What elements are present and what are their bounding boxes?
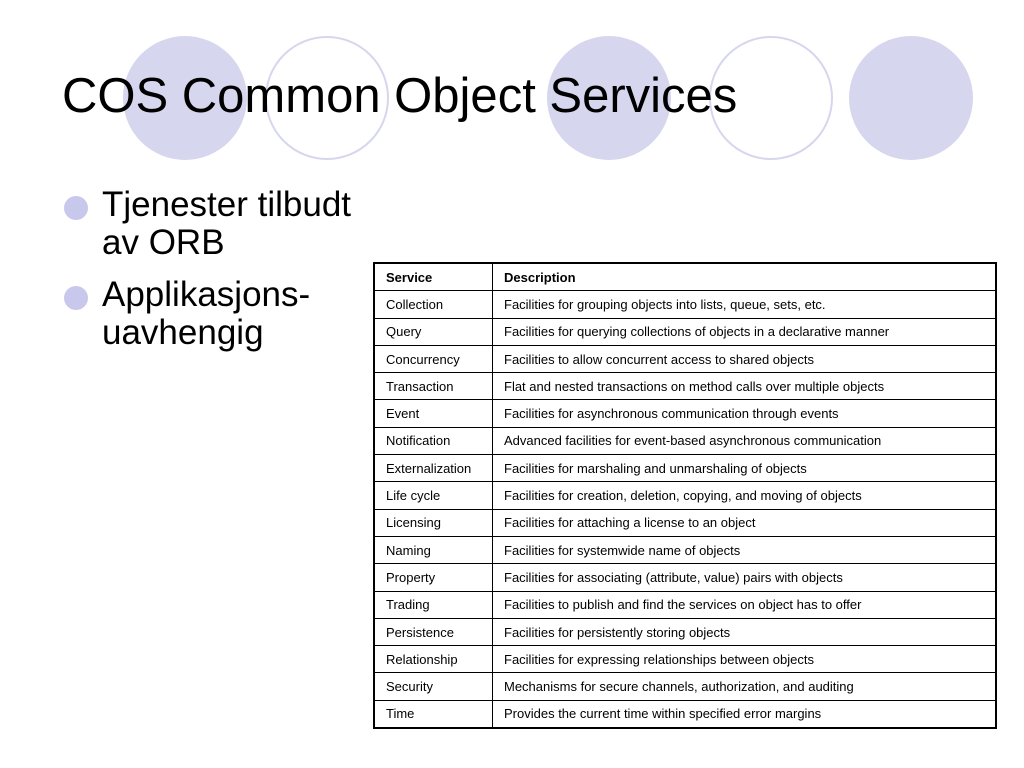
cell-service: Security — [373, 672, 493, 701]
cell-description: Facilities for expressing relationships … — [492, 645, 997, 674]
cell-description: Provides the current time within specifi… — [492, 699, 997, 729]
cell-service: Concurrency — [373, 344, 493, 374]
cell-description: Facilities for grouping objects into lis… — [492, 290, 997, 319]
cell-description: Advanced facilities for event-based asyn… — [492, 426, 997, 456]
decor-circle-4 — [709, 36, 833, 160]
cell-service: Query — [373, 317, 493, 346]
cell-description: Facilities for systemwide name of object… — [492, 535, 997, 565]
cell-description: Facilities for asynchronous communicatio… — [492, 399, 997, 428]
decor-circle-3 — [547, 36, 671, 160]
cell-service: Persistence — [373, 617, 493, 647]
cell-service: Transaction — [373, 372, 493, 401]
cell-service: Property — [373, 563, 493, 592]
cell-description: Facilities to allow concurrent access to… — [492, 344, 997, 374]
table-header-row: Service Description — [373, 262, 997, 292]
decor-circle-2 — [265, 36, 389, 160]
bullet-text: Tjenester tilbudt av ORB — [102, 185, 352, 262]
cell-service: Event — [373, 399, 493, 428]
cell-service: Notification — [373, 426, 493, 456]
bullet-list: Tjenester tilbudt av ORB Applikasjons-ua… — [62, 186, 362, 366]
slide-title: COS Common Object Services — [62, 69, 738, 123]
cell-description: Facilities for querying collections of o… — [492, 317, 997, 346]
cell-service: Time — [373, 699, 493, 729]
bullet-item: Tjenester tilbudt av ORB — [62, 186, 362, 262]
cell-description: Mechanisms for secure channels, authoriz… — [492, 672, 997, 701]
header-service: Service — [373, 262, 493, 292]
bullet-text: Applikasjons-uavhengig — [102, 275, 311, 352]
cell-description: Flat and nested transactions on method c… — [492, 372, 997, 401]
cell-service: Naming — [373, 535, 493, 565]
cell-description: Facilities for attaching a license to an… — [492, 508, 997, 537]
cell-description: Facilities for associating (attribute, v… — [492, 563, 997, 592]
cell-service: Life cycle — [373, 481, 493, 510]
bullet-item: Applikasjons-uavhengig — [62, 276, 342, 352]
bullet-dot-icon — [64, 196, 88, 220]
cell-service: Relationship — [373, 645, 493, 674]
header-description: Description — [492, 262, 997, 292]
cell-service: Licensing — [373, 508, 493, 537]
cell-service: Externalization — [373, 454, 493, 483]
bullet-dot-icon — [64, 286, 88, 310]
cell-description: Facilities for marshaling and unmarshali… — [492, 454, 997, 483]
cell-description: Facilities to publish and find the servi… — [492, 590, 997, 619]
decor-circle-1 — [123, 36, 247, 160]
decor-circle-5 — [849, 36, 973, 160]
cell-description: Facilities for persistently storing obje… — [492, 617, 997, 647]
cell-description: Facilities for creation, deletion, copyi… — [492, 481, 997, 510]
cell-service: Collection — [373, 290, 493, 319]
cell-service: Trading — [373, 590, 493, 619]
